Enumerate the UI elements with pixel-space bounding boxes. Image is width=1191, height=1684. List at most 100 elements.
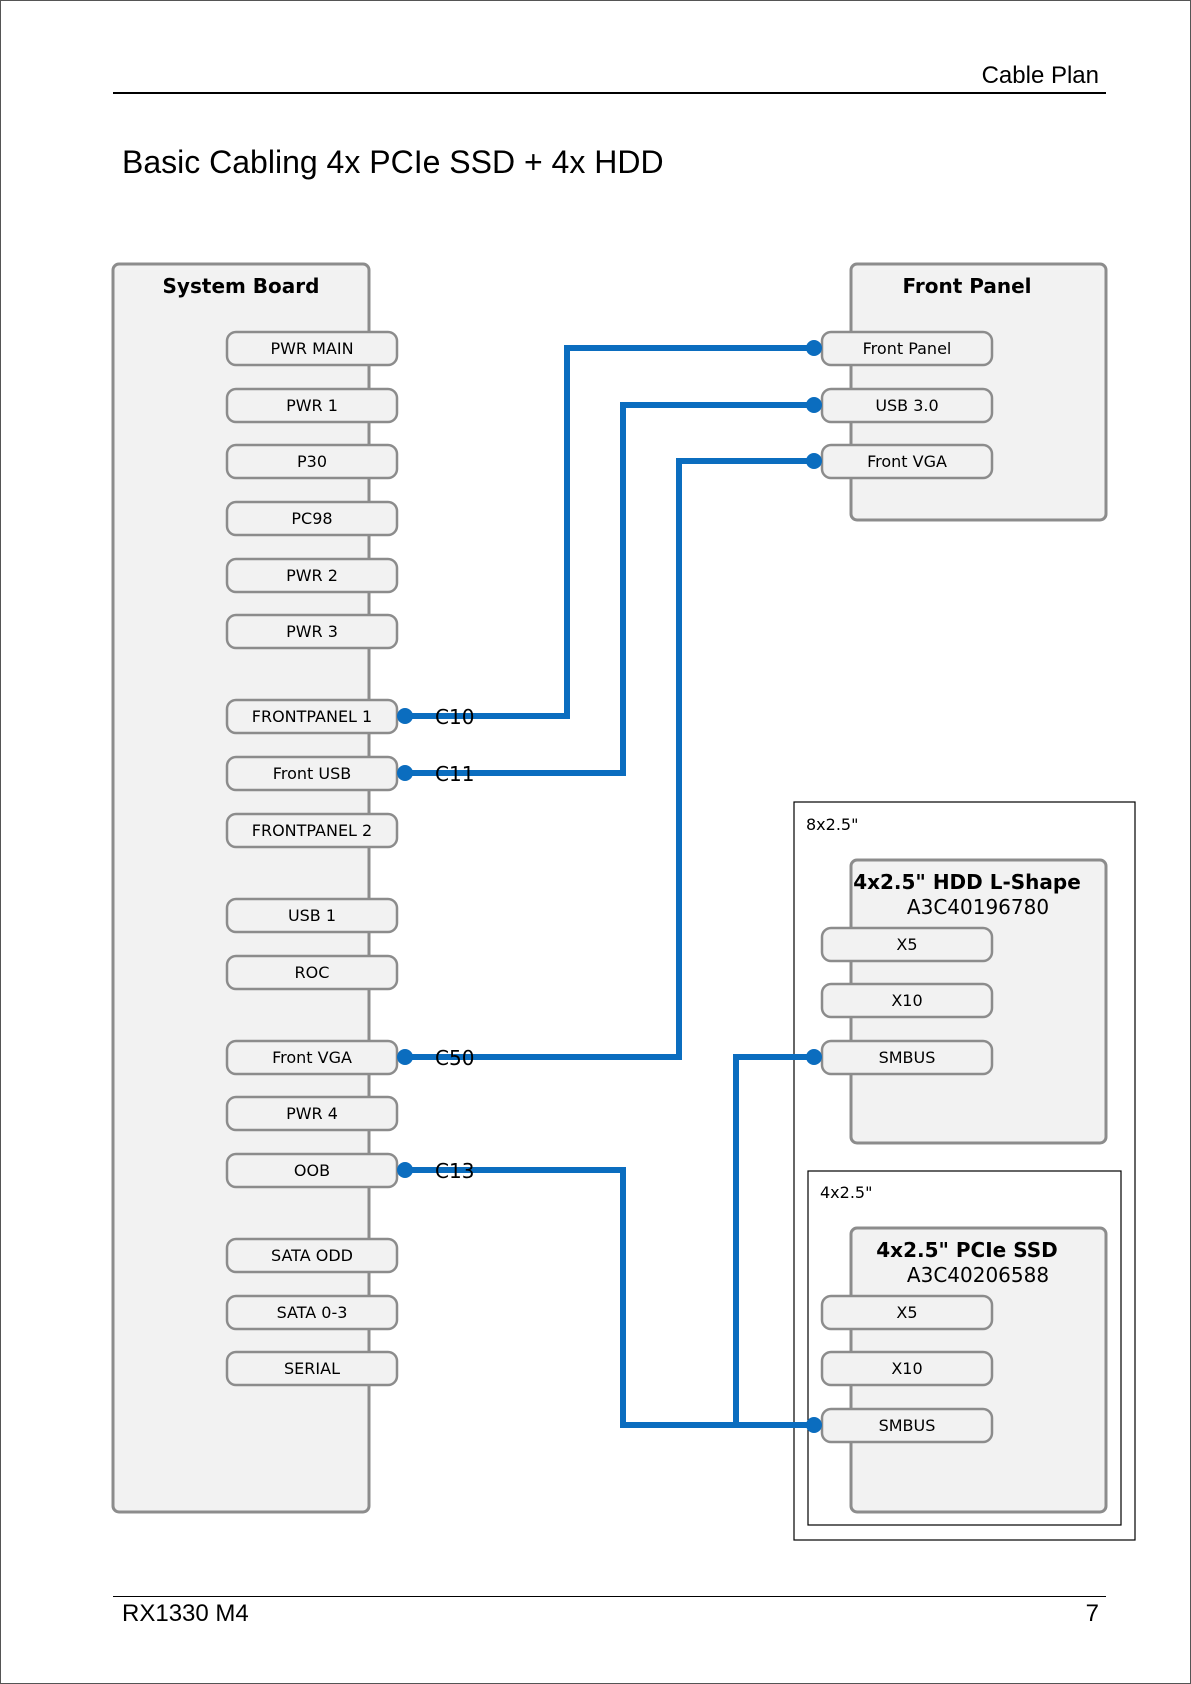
connector-label: P30	[297, 452, 327, 471]
system_board-connector-roc: ROC	[225, 954, 399, 991]
connector-box	[820, 982, 994, 1019]
connector-box	[820, 443, 994, 480]
system_board-connector-frontpanel-2: FRONTPANEL 2	[225, 812, 399, 849]
ssd-backplane-title: 4x2.5" PCIe SSD	[876, 1238, 1057, 1262]
connector-label: PWR 2	[286, 566, 338, 585]
system_board-connector-pwr-main: PWR MAIN	[225, 330, 399, 367]
dot-c10-end	[806, 340, 822, 356]
system_board-connector-sata-odd: SATA ODD	[225, 1237, 399, 1274]
connector-box	[225, 755, 399, 792]
connector-label: Front USB	[273, 764, 351, 783]
header-section: Cable Plan	[981, 62, 1099, 89]
connector-label: SATA ODD	[271, 1246, 353, 1265]
ssd_backplane-connector-x10: X10	[820, 1350, 994, 1387]
connector-box	[225, 812, 399, 849]
page-title: Basic Cabling 4x PCIe SSD + 4x HDD	[122, 144, 664, 180]
connector-box	[225, 698, 399, 735]
connector-label: SATA 0-3	[277, 1303, 348, 1322]
footer-rule	[113, 1596, 1106, 1597]
hdd-backplane-title: 4x2.5" HDD L-Shape	[853, 870, 1081, 894]
system_board-connector-front-usb: Front USB	[225, 755, 399, 792]
dot-c11-start	[397, 765, 413, 781]
system_board-connector-pc98: PC98	[225, 500, 399, 537]
cable-endpoints	[397, 340, 822, 1433]
ssd_backplane-connector-x5: X5	[820, 1294, 994, 1331]
system_board-connector-p30: P30	[225, 443, 399, 480]
connector-label: Front VGA	[272, 1048, 352, 1067]
cable-label-c50: C50	[435, 1046, 474, 1070]
system_board-connector-pwr-1: PWR 1	[225, 387, 399, 424]
connector-label: PWR 1	[286, 396, 338, 415]
inner-group-label: 4x2.5"	[820, 1183, 872, 1202]
cable-label-c10: C10	[435, 705, 474, 729]
front_panel-connector-usb-3-0: USB 3.0	[820, 387, 994, 424]
connector-box	[225, 443, 399, 480]
ssd_backplane-connector-smbus: SMBUS	[820, 1407, 994, 1444]
connector-box	[820, 1350, 994, 1387]
connector-label: PWR 4	[286, 1104, 338, 1123]
hdd_backplane-connector-x5: X5	[820, 926, 994, 963]
connector-box	[225, 1294, 399, 1331]
cable-label-c13: C13	[435, 1159, 474, 1183]
connector-box	[820, 387, 994, 424]
connector-box	[820, 1407, 994, 1444]
dot-c10-start	[397, 708, 413, 724]
connector-box	[225, 954, 399, 991]
system_board-connector-frontpanel-1: FRONTPANEL 1	[225, 698, 399, 735]
connector-label: Front VGA	[867, 452, 947, 471]
dot-c11-end	[806, 397, 822, 413]
connector-box	[225, 897, 399, 934]
cable-c13-branch	[733, 1054, 814, 1425]
outer-group-frame	[793, 801, 1136, 1541]
hdd_backplane-connector-smbus: SMBUS	[820, 1039, 994, 1076]
hdd-part-number: A3C40196780	[907, 895, 1049, 919]
connector-box	[225, 1152, 399, 1189]
footer-model: RX1330 M4	[122, 1600, 249, 1627]
footer-page-number: 7	[1085, 1600, 1099, 1627]
connector-label: SMBUS	[879, 1416, 936, 1435]
connector-label: SERIAL	[284, 1359, 340, 1378]
connector-label: USB 1	[288, 906, 336, 925]
cable-c10	[405, 345, 814, 719]
dot-c13-start	[397, 1162, 413, 1178]
system-board-title: System Board	[163, 274, 320, 298]
cable-c13	[405, 1167, 814, 1428]
ssd-part-number: A3C40206588	[907, 1263, 1049, 1287]
dot-c13-hdd-end	[806, 1049, 822, 1065]
dot-c13-ssd-end	[806, 1417, 822, 1433]
connector-label: X10	[891, 991, 922, 1010]
connector-label: USB 3.0	[875, 396, 938, 415]
connector-label: FRONTPANEL 1	[252, 707, 372, 726]
header-rule	[113, 92, 1106, 94]
outer-group-label: 8x2.5"	[806, 815, 858, 834]
system_board-connector-sata-0-3: SATA 0-3	[225, 1294, 399, 1331]
front_panel-connector-front-vga: Front VGA	[820, 443, 994, 480]
dot-c50-end	[806, 453, 822, 469]
connector-label: FRONTPANEL 2	[252, 821, 372, 840]
system_board-connector-pwr-3: PWR 3	[225, 613, 399, 650]
connector-box	[225, 387, 399, 424]
connector-label: X5	[896, 1303, 917, 1322]
hdd_backplane-connector-x10: X10	[820, 982, 994, 1019]
connector-box	[820, 330, 994, 367]
connector-box	[820, 926, 994, 963]
cable-c11	[405, 402, 814, 776]
connector-label: X5	[896, 935, 917, 954]
connector-box	[225, 1237, 399, 1274]
front-panel-title: Front Panel	[902, 274, 1031, 298]
connector-box	[225, 1095, 399, 1132]
connector-label: X10	[891, 1359, 922, 1378]
connector-label: PWR 3	[286, 622, 338, 641]
connector-box	[225, 1350, 399, 1387]
connector-label: SMBUS	[879, 1048, 936, 1067]
connector-label: ROC	[295, 963, 330, 982]
connector-label: Front Panel	[863, 339, 952, 358]
system_board-connector-pwr-2: PWR 2	[225, 557, 399, 594]
connector-box	[820, 1294, 994, 1331]
system_board-connector-usb-1: USB 1	[225, 897, 399, 934]
